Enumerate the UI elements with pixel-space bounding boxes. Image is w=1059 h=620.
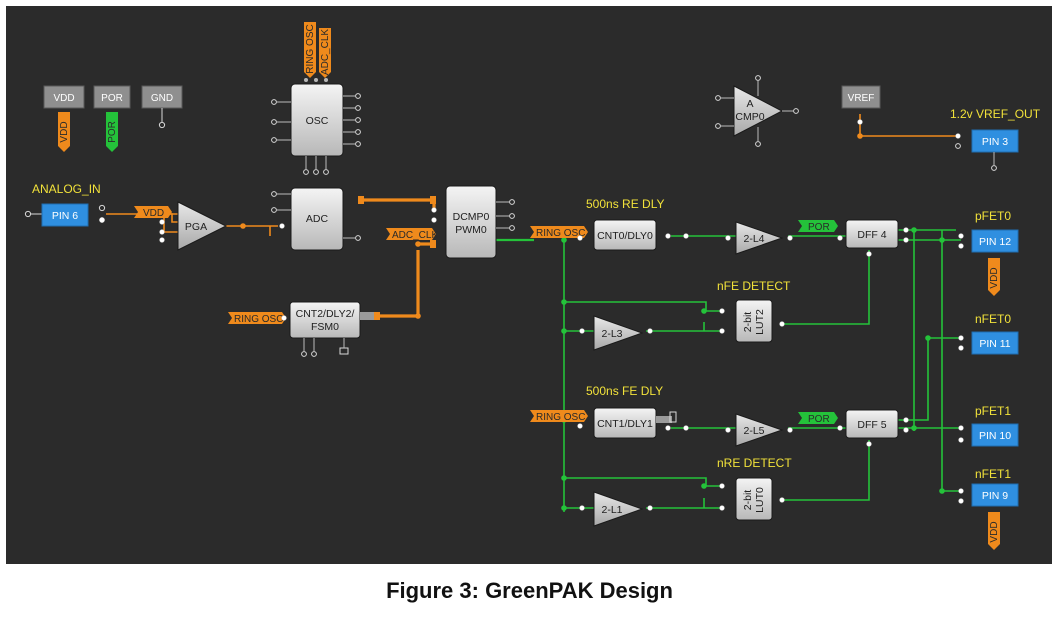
label-nfet1: nFET1 — [975, 467, 1011, 481]
label-pfet1: pFET1 — [975, 404, 1011, 418]
l5-label: 2-L5 — [743, 425, 764, 437]
junctions — [240, 133, 945, 511]
cnt2-block[interactable]: CNT2/DLY2/ FSM0 — [289, 301, 361, 339]
rail-gnd[interactable]: GND — [141, 85, 183, 129]
pin12-vdd-tag: VDD — [989, 267, 1000, 288]
rail-gnd-label: GND — [151, 93, 173, 104]
lut0-block[interactable]: 2-bit LUT0 — [735, 477, 773, 521]
label-pfet0: pFET0 — [975, 209, 1011, 223]
vdd-net-tag: VDD — [134, 206, 172, 219]
por-tag-dff4-text: POR — [808, 222, 830, 233]
acmp-label-2: CMP0 — [735, 111, 764, 123]
l3-gate[interactable]: 2-L3 — [593, 315, 644, 351]
pin-9-label: PIN 9 — [982, 490, 1008, 502]
label-nfe-detect: nFE DETECT — [717, 279, 791, 293]
vref-block[interactable]: VREF — [841, 85, 881, 109]
por-tag-text: POR — [107, 121, 118, 143]
dff5-block[interactable]: DFF 5 — [845, 409, 899, 439]
rail-vdd-label: VDD — [53, 93, 74, 104]
lut0-label-1: 2-bit — [742, 490, 754, 511]
adc-clk-tag: ADC_CLK — [386, 228, 438, 241]
lut2-label-2: LUT2 — [754, 309, 766, 335]
dcmp-pwm-block[interactable]: DCMP0 PWM0 — [445, 185, 497, 259]
dcmp-ports — [430, 196, 515, 248]
por-tag-dff5-text: POR — [808, 414, 830, 425]
label-re-dly: 500ns RE DLY — [586, 197, 665, 211]
cnt0-label: CNT0/DLY0 — [597, 230, 653, 242]
dff4-block[interactable]: DFF 4 — [845, 219, 899, 249]
greenpak-canvas: VDD VDD POR POR GND ANALOG_IN PIN 6 VDD … — [6, 6, 1052, 564]
dcmp-label-1: DCMP0 — [453, 211, 490, 223]
pin-6-label: PIN 6 — [52, 210, 78, 222]
label-vref-out: 1.2v VREF_OUT — [950, 107, 1041, 121]
adc-ports — [271, 191, 364, 241]
ring-osc-tag-cnt0: RING OSC — [530, 226, 588, 239]
ring-osc-tag-cnt1: RING OSC — [530, 410, 588, 423]
label-nre-detect: nRE DETECT — [717, 456, 792, 470]
pin-3[interactable]: PIN 3 — [971, 129, 1019, 153]
osc-ring-osc-tag: RING OSC — [305, 24, 316, 73]
cnt2-label-2: FSM0 — [311, 321, 339, 333]
por-tag-dff5: POR — [798, 412, 838, 425]
rail-por[interactable]: POR POR — [93, 85, 131, 152]
pin-6[interactable]: PIN 6 — [41, 203, 89, 227]
schematic: VDD VDD POR POR GND ANALOG_IN PIN 6 VDD … — [24, 22, 1041, 550]
label-nfet0: nFET0 — [975, 312, 1011, 326]
pin-11[interactable]: PIN 11 — [971, 331, 1019, 355]
ring-osc-tag-cnt1-text: RING OSC — [536, 412, 585, 423]
pin-3-label: PIN 3 — [982, 136, 1008, 148]
ring-osc-tag-cnt2: RING OSC — [228, 312, 286, 325]
por-tag-dff4: POR — [798, 220, 838, 233]
pin9-vdd-tag: VDD — [989, 521, 1000, 542]
l4-label: 2-L4 — [743, 233, 764, 245]
vdd-net-tag-text: VDD — [143, 208, 164, 219]
lut2-block[interactable]: 2-bit LUT2 — [735, 299, 773, 343]
pga-block[interactable]: PGA — [177, 201, 228, 251]
lut2-label-1: 2-bit — [742, 312, 754, 333]
pin-12[interactable]: PIN 12 — [971, 229, 1019, 253]
dcmp-label-2: PWM0 — [455, 224, 487, 236]
l3-label: 2-L3 — [601, 328, 622, 340]
acmp-label-1: A — [746, 98, 753, 110]
osc-adc-clk-tag: ADC_CLK — [320, 29, 331, 75]
cnt1-block[interactable]: CNT1/DLY1 — [593, 407, 657, 439]
pga-label: PGA — [185, 221, 207, 233]
adc-label: ADC — [306, 213, 329, 225]
pin-12-label: PIN 12 — [979, 236, 1011, 248]
pin-9[interactable]: PIN 9 — [971, 483, 1019, 507]
cnt0-block[interactable]: CNT0/DLY0 — [593, 219, 657, 251]
dff5-label: DFF 5 — [857, 419, 886, 431]
ring-osc-tag-cnt0-text: RING OSC — [536, 228, 585, 239]
vref-label: VREF — [848, 93, 875, 104]
wires-orange — [106, 114, 956, 318]
adc-block[interactable]: ADC — [290, 187, 344, 251]
l1-gate[interactable]: 2-L1 — [593, 491, 644, 527]
vdd-tag-text: VDD — [59, 121, 70, 142]
label-analog-in: ANALOG_IN — [32, 182, 101, 196]
osc-tags: RING OSC ADC_CLK — [304, 22, 331, 78]
rail-por-label: POR — [101, 93, 123, 104]
l4-gate[interactable]: 2-L4 — [735, 221, 784, 255]
label-fe-dly: 500ns FE DLY — [586, 384, 663, 398]
cnt1-label: CNT1/DLY1 — [597, 418, 653, 430]
dff4-label: DFF 4 — [857, 229, 886, 241]
adc-clk-tag-text: ADC_CLK — [392, 230, 438, 241]
pin-10[interactable]: PIN 10 — [971, 423, 1019, 447]
l1-label: 2-L1 — [601, 504, 622, 516]
osc-ports — [271, 78, 361, 175]
pin-10-label: PIN 10 — [979, 430, 1011, 442]
rail-vdd[interactable]: VDD VDD — [43, 85, 85, 152]
cnt2-label-1: CNT2/DLY2/ — [296, 308, 355, 320]
l5-gate[interactable]: 2-L5 — [735, 413, 784, 447]
ring-osc-tag-cnt2-text: RING OSC — [234, 314, 283, 325]
osc-block[interactable]: OSC — [290, 83, 344, 157]
pin-11-label: PIN 11 — [979, 338, 1010, 350]
figure-caption: Figure 3: GreenPAK Design — [386, 578, 673, 603]
lut0-label-2: LUT0 — [754, 487, 766, 513]
acmp-block[interactable]: A CMP0 — [733, 85, 784, 137]
osc-label: OSC — [306, 115, 329, 127]
